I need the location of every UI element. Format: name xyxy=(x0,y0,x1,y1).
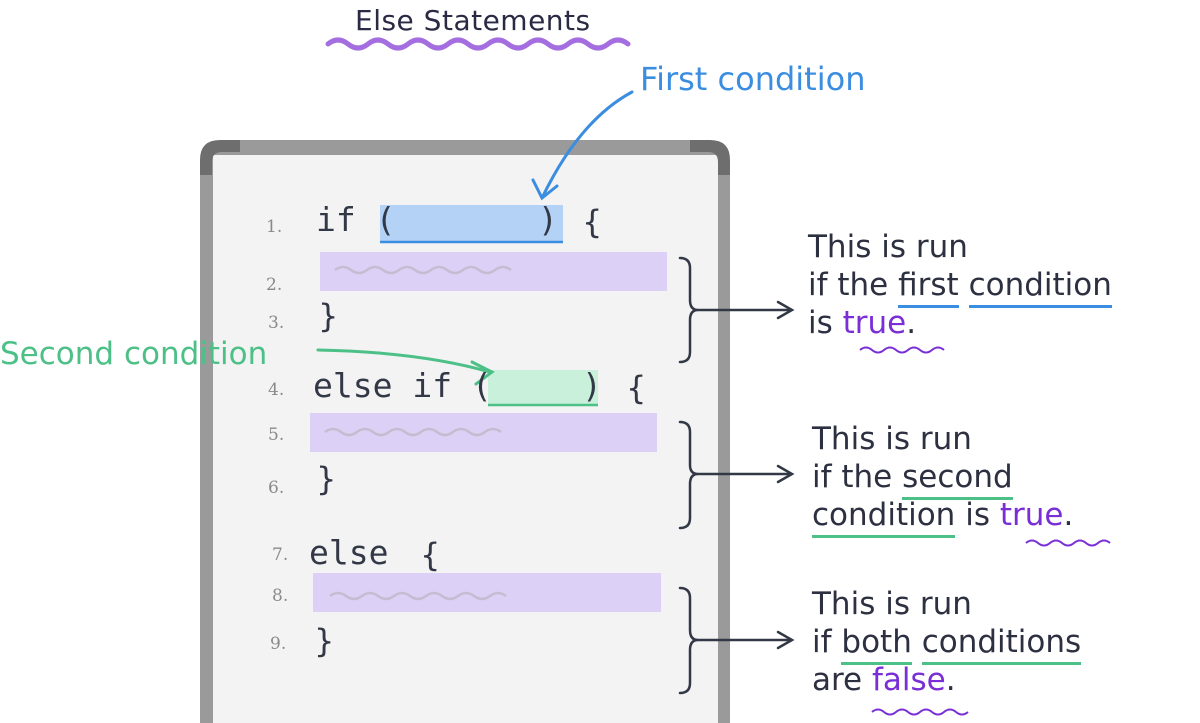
line-number-1: 1. xyxy=(266,217,283,237)
note-third: This is run if both conditions are false… xyxy=(812,585,1082,699)
note-first-period: . xyxy=(906,305,917,341)
code-else-if: else if ( xyxy=(313,366,492,405)
brace-arrow-1 xyxy=(678,256,795,364)
code-if-open-brace: { xyxy=(582,203,603,241)
code-else-if-open-brace: { xyxy=(626,369,647,407)
note-first-if-the: if the xyxy=(808,267,889,303)
note-first-is: is xyxy=(808,305,833,341)
code-else: else xyxy=(309,533,389,572)
code-if-close-brace: } xyxy=(318,297,339,335)
note-second-if-the: if the xyxy=(812,459,893,495)
note-first-true: true xyxy=(842,305,907,341)
note-third-conditions: conditions xyxy=(921,624,1082,665)
brace-arrow-3 xyxy=(678,586,795,695)
line-number-5: 5. xyxy=(268,425,285,445)
brace-arrow-2 xyxy=(678,420,795,530)
note-first-first: first xyxy=(898,267,959,308)
line-number-9: 9. xyxy=(270,634,287,654)
line-number-8: 8. xyxy=(272,586,289,606)
title-underline xyxy=(325,37,631,51)
code-else-close-brace: } xyxy=(314,622,335,660)
diagram-title: Else Statements xyxy=(355,4,591,37)
note-first: This is run if the first condition is tr… xyxy=(808,228,1112,342)
second-condition-arrow xyxy=(316,348,495,386)
note-second-period: . xyxy=(1063,497,1074,533)
code-else-if-close-paren: ) xyxy=(582,366,602,405)
note-third-both: both xyxy=(841,624,912,665)
line-number-3: 3. xyxy=(268,313,285,333)
first-condition-arrow xyxy=(531,90,634,201)
first-condition-highlight xyxy=(380,205,563,242)
code-if-close-paren: ) xyxy=(538,200,558,239)
note-third-if: if xyxy=(812,624,832,660)
second-condition-highlight xyxy=(488,370,598,405)
code-block-3 xyxy=(313,573,661,612)
code-block-1 xyxy=(320,252,667,291)
code-if: if ( xyxy=(316,200,396,239)
note-third-are: are xyxy=(812,662,863,698)
note-second-second: second xyxy=(902,459,1013,500)
note-first-condition: condition xyxy=(968,267,1112,308)
code-block-2 xyxy=(310,413,657,452)
first-condition-label: First condition xyxy=(640,60,866,98)
note-second-true: true xyxy=(999,497,1064,533)
note-first-line1: This is run xyxy=(808,229,968,265)
note-second-line1: This is run xyxy=(812,421,972,457)
code-else-if-close-brace: } xyxy=(316,460,337,498)
second-condition-label: Second condition xyxy=(0,336,268,372)
line-number-6: 6. xyxy=(268,478,285,498)
line-number-7: 7. xyxy=(272,545,289,565)
line-number-2: 2. xyxy=(266,275,283,295)
note-third-false: false xyxy=(872,662,946,698)
note-second-condition: condition xyxy=(812,497,956,538)
note-third-line1: This is run xyxy=(812,586,972,622)
note-second: This is run if the second condition is t… xyxy=(812,420,1074,538)
note-third-period: . xyxy=(945,662,956,698)
note-second-is: is xyxy=(965,497,990,533)
code-else-open-brace: { xyxy=(420,536,441,574)
line-number-4: 4. xyxy=(268,380,285,400)
